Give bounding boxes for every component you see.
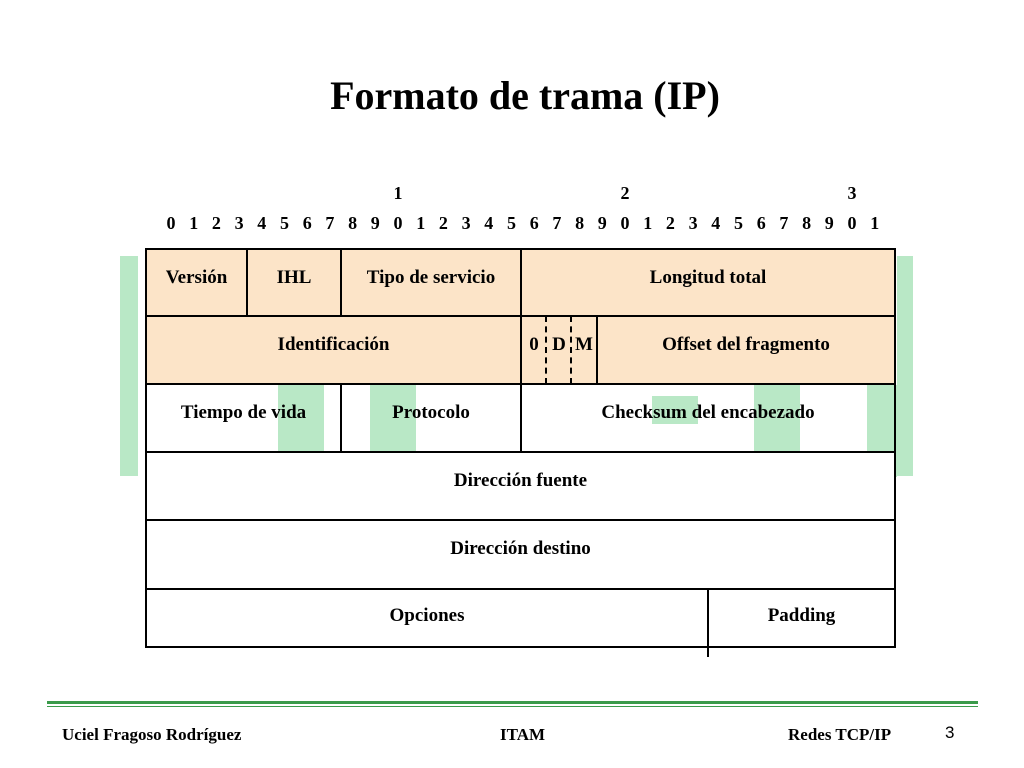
footer-course: Redes TCP/IP [788, 725, 892, 744]
ruler-unit-digit: 3 [461, 213, 471, 233]
ruler-unit-digit: 2 [438, 213, 448, 233]
field-identification: Identificación [277, 334, 390, 355]
ruler-unit-digit: 0 [166, 213, 176, 233]
ruler-tens-digit: 3 [847, 183, 857, 203]
cell-fill [145, 452, 896, 647]
field-ihl: IHL [276, 267, 312, 288]
grid-line [340, 248, 342, 316]
ruler-unit-digit: 5 [734, 213, 743, 233]
field-total-length: Longitud total [649, 267, 767, 288]
ruler-unit-digit: 7 [779, 213, 789, 233]
grid-line [520, 248, 522, 452]
ruler-unit-digit: 8 [575, 213, 585, 233]
flag-dont-fragment: D [552, 334, 566, 355]
ruler-unit-digit: 7 [325, 213, 335, 233]
ruler-unit-digit: 4 [257, 213, 267, 233]
ruler-unit-digit: 6 [302, 213, 312, 233]
flag-zero: 0 [529, 334, 539, 355]
ruler-unit-digit: 0 [393, 213, 403, 233]
cell-fill [416, 398, 561, 422]
field-source-address: Dirección fuente [453, 470, 588, 491]
decor-green-bar [120, 256, 138, 476]
ruler-unit-digit: 2 [211, 213, 221, 233]
ruler-unit-digit: 4 [711, 213, 721, 233]
field-destination-address: Dirección destino [450, 538, 591, 559]
field-fragment-offset: Offset del fragmento [662, 334, 830, 355]
footer-rule [47, 701, 978, 704]
ruler-unit-digit: 8 [802, 213, 812, 233]
field-options: Opciones [389, 605, 465, 626]
footer-institution: ITAM [500, 725, 546, 744]
footer-rule [47, 706, 978, 707]
ruler-unit-digit: 0 [620, 213, 630, 233]
ruler-unit-digit: 2 [665, 213, 675, 233]
flag-divider [545, 316, 547, 384]
page-number: 3 [945, 723, 955, 742]
grid-line [145, 588, 896, 590]
footer-author: Uciel Fragoso Rodríguez [62, 725, 242, 744]
ruler-unit-digit: 8 [348, 213, 358, 233]
grid-line [145, 451, 896, 453]
field-padding: Padding [767, 605, 836, 626]
ruler-unit-digit: 9 [370, 213, 380, 233]
grid-line [340, 384, 342, 452]
ruler-tens-digit: 2 [620, 183, 630, 203]
ruler-unit-digit: 9 [824, 213, 834, 233]
grid-line [894, 248, 896, 648]
field-type-of-service: Tipo de servicio [366, 267, 496, 288]
cell-fill [145, 384, 166, 453]
field-protocol: Protocolo [392, 402, 470, 423]
ruler-unit-digit: 4 [484, 213, 494, 233]
grid-line [246, 248, 248, 316]
ruler-unit-digit: 5 [280, 213, 289, 233]
slide-title: Formato de trama (IP) [330, 73, 720, 118]
ruler-unit-digit: 7 [552, 213, 562, 233]
ruler-unit-digit: 9 [597, 213, 607, 233]
ruler-unit-digit: 6 [529, 213, 539, 233]
ruler-unit-digit: 0 [847, 213, 857, 233]
ruler-tens-digit: 1 [393, 183, 403, 203]
grid-line [145, 248, 147, 648]
field-header-checksum: Checksum del encabezado [601, 402, 815, 423]
flag-divider [570, 316, 572, 384]
cell-fill [800, 384, 866, 453]
bit-ruler-tens: 1 2 3 [0, 183, 1024, 207]
cell-fill [698, 384, 752, 453]
ip-header-diagram: Versión IHL Tipo de servicio Longitud to… [145, 248, 896, 657]
field-ttl: Tiempo de vida [180, 402, 307, 423]
decor-green-bar [897, 256, 913, 476]
ruler-unit-digit: 1 [870, 213, 880, 233]
ruler-unit-digit: 5 [507, 213, 516, 233]
cell-fill [325, 384, 370, 453]
grid-line [145, 519, 896, 521]
ruler-unit-digit: 3 [234, 213, 244, 233]
cell-fill [560, 424, 700, 453]
ruler-unit-digit: 1 [643, 213, 653, 233]
ruler-unit-digit: 6 [756, 213, 766, 233]
ruler-unit-digit: 1 [189, 213, 199, 233]
grid-line [145, 646, 896, 648]
flag-more-fragments: M [575, 334, 593, 355]
cell-fill [165, 384, 278, 430]
cell-fill [560, 384, 700, 396]
ruler-unit-digit: 3 [688, 213, 698, 233]
grid-line [596, 316, 598, 384]
ruler-unit-digit: 1 [416, 213, 426, 233]
grid-line [707, 589, 709, 657]
field-version: Versión [165, 267, 228, 288]
